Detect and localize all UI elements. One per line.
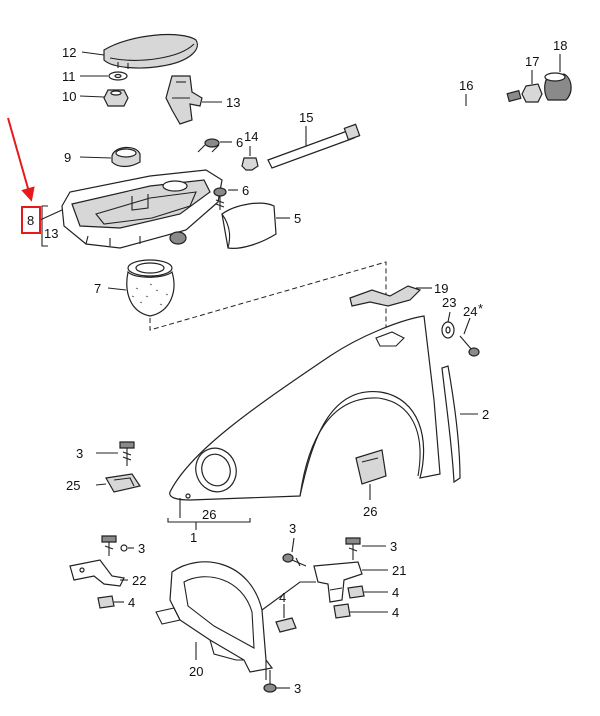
label-20: 20 bbox=[189, 664, 203, 679]
leader-7 bbox=[107, 287, 127, 291]
label-21: 21 bbox=[392, 563, 406, 578]
leader-24 bbox=[463, 317, 471, 335]
label-3-bottom: 3 bbox=[294, 681, 301, 696]
screw-upper bbox=[197, 138, 220, 153]
leader-10 bbox=[79, 95, 105, 98]
label-12: 12 bbox=[62, 45, 76, 60]
leader-8 bbox=[39, 209, 63, 221]
label-6-upper: 6 bbox=[236, 135, 243, 150]
label-16: 16 bbox=[459, 78, 473, 93]
clip-25 bbox=[105, 473, 141, 493]
dashed-guide bbox=[149, 261, 387, 331]
label-13-top: 13 bbox=[226, 95, 240, 110]
filler-flap-cover bbox=[103, 33, 198, 69]
label-4-rl: 4 bbox=[392, 605, 399, 620]
label-3-left: 3 bbox=[76, 446, 83, 461]
label-15: 15 bbox=[299, 110, 313, 125]
release-rod bbox=[267, 123, 361, 169]
label-22: 22 bbox=[132, 573, 146, 588]
cable-nut bbox=[521, 83, 543, 103]
fender-strip bbox=[349, 285, 422, 307]
label-7: 7 bbox=[94, 281, 101, 296]
filler-housing bbox=[61, 169, 223, 249]
fitting-14 bbox=[241, 146, 259, 171]
bracket-1-26 bbox=[167, 518, 251, 523]
label-10: 10 bbox=[62, 89, 76, 104]
label-5: 5 bbox=[294, 211, 301, 226]
label-23: 23 bbox=[442, 295, 456, 310]
highlight-box bbox=[21, 206, 41, 234]
leader-23 bbox=[447, 311, 451, 323]
screw-right bbox=[345, 537, 361, 560]
screw-lower-left bbox=[101, 535, 117, 556]
label-3-right: 3 bbox=[390, 539, 397, 554]
label-4-ll: 4 bbox=[128, 595, 135, 610]
label-4-ru: 4 bbox=[392, 585, 399, 600]
rubber-pad bbox=[355, 449, 387, 485]
label-3-ll: 3 bbox=[138, 541, 145, 556]
clip-middle bbox=[275, 617, 297, 633]
nut-part bbox=[103, 89, 129, 107]
hinge-bracket bbox=[165, 75, 203, 125]
highlight-arrow bbox=[7, 117, 35, 202]
clip-right-lower bbox=[333, 603, 351, 619]
label-9: 9 bbox=[64, 150, 71, 165]
seal-strip bbox=[441, 365, 461, 484]
label-3-center: 3 bbox=[289, 521, 296, 536]
filler-flap bbox=[221, 202, 277, 249]
label-24: 24 bbox=[463, 304, 477, 319]
bracket-21 bbox=[313, 561, 363, 603]
label-4-mid: 4 bbox=[279, 590, 286, 605]
screw-left-mid bbox=[119, 441, 135, 466]
wheel-housing-bracket bbox=[155, 561, 316, 680]
washer-small bbox=[120, 544, 128, 552]
filler-neck-grommet bbox=[111, 146, 141, 168]
release-cable bbox=[361, 89, 522, 129]
label-19: 19 bbox=[434, 281, 448, 296]
label-11: 11 bbox=[62, 69, 76, 84]
label-6-lower: 6 bbox=[242, 183, 249, 198]
leader-3-center bbox=[291, 537, 295, 553]
label-25: 25 bbox=[66, 478, 80, 493]
leader-25 bbox=[95, 483, 107, 486]
label-26-fender: 26 bbox=[202, 507, 216, 522]
label-1: 1 bbox=[190, 530, 197, 545]
bracket-22 bbox=[69, 559, 125, 587]
leader-9 bbox=[79, 156, 112, 159]
front-fender bbox=[169, 315, 441, 501]
label-13-bracket: 13 bbox=[44, 226, 58, 241]
washer-part bbox=[108, 71, 128, 81]
leader-12 bbox=[81, 51, 105, 56]
screw-lower bbox=[213, 187, 227, 210]
label-24-mark: * bbox=[478, 301, 483, 316]
label-18: 18 bbox=[553, 38, 567, 53]
label-17: 17 bbox=[525, 54, 539, 69]
bolt-24 bbox=[459, 335, 480, 357]
pull-knob bbox=[544, 72, 572, 101]
label-2: 2 bbox=[482, 407, 489, 422]
screw-center bbox=[282, 553, 307, 567]
bracket-8-13 bbox=[41, 205, 48, 247]
screw-bottom bbox=[263, 670, 277, 693]
rubber-boot bbox=[126, 259, 175, 317]
clip-right-upper bbox=[347, 585, 365, 599]
washer-23 bbox=[441, 321, 455, 339]
label-14: 14 bbox=[244, 129, 258, 144]
clip-lower-left bbox=[97, 595, 115, 609]
label-26-pad: 26 bbox=[363, 504, 377, 519]
label-8: 8 bbox=[27, 213, 34, 228]
